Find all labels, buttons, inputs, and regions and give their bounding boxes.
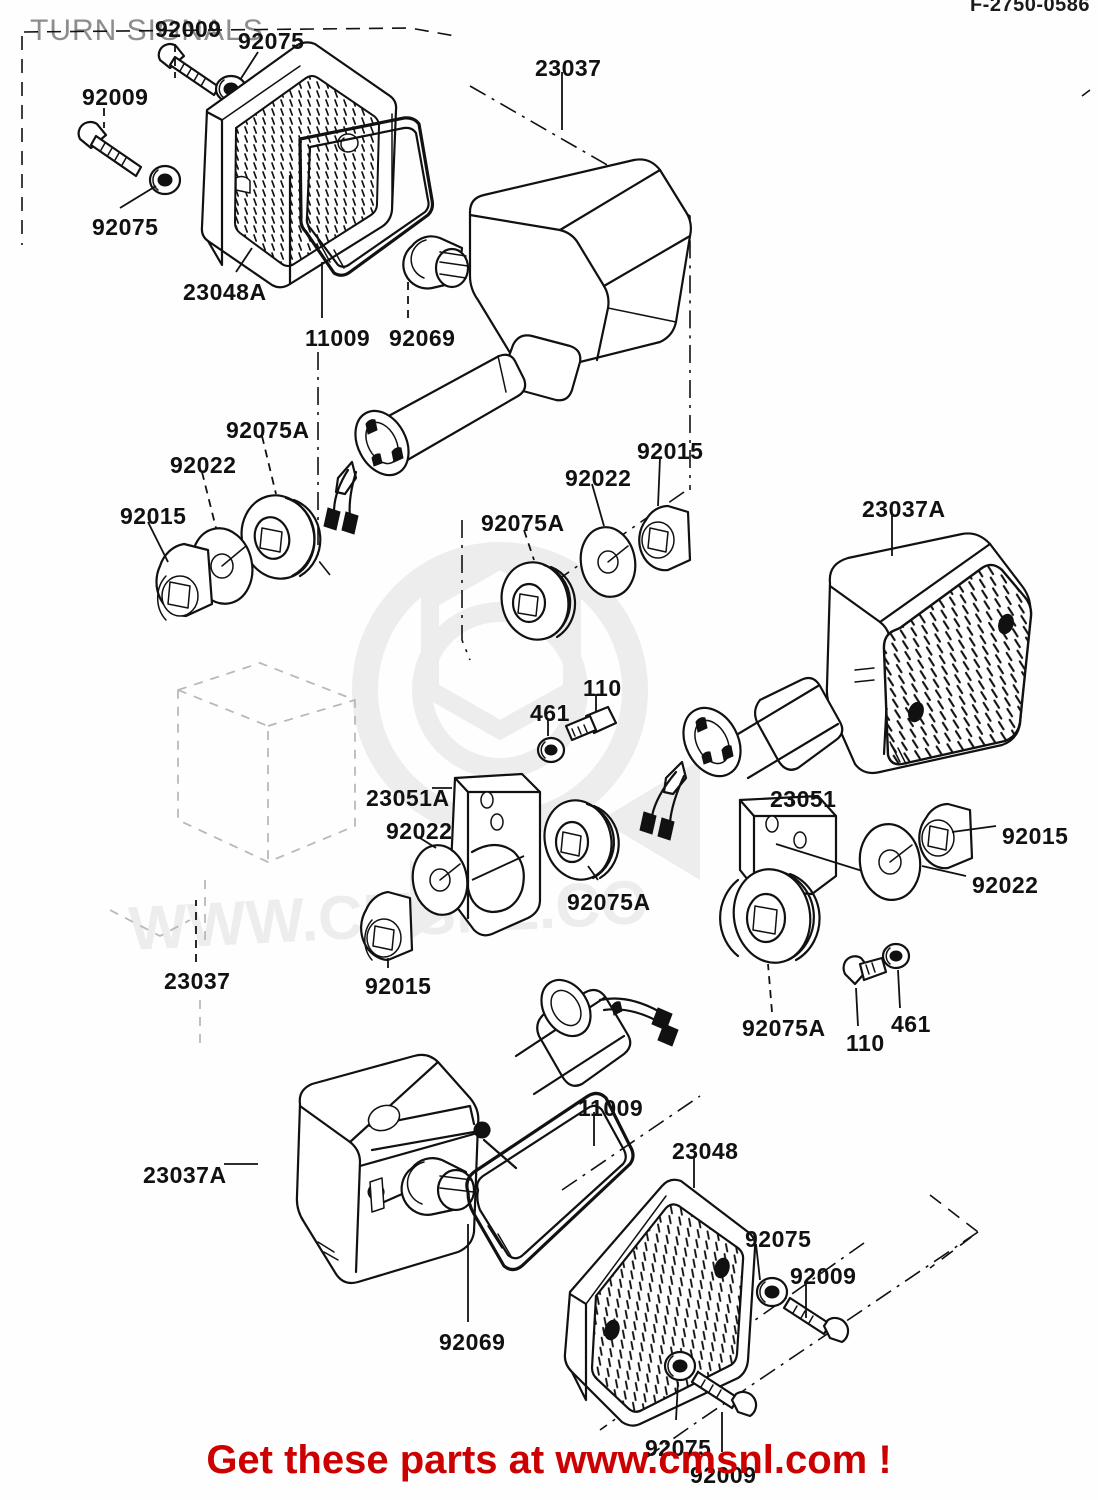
bulb-92069 xyxy=(402,235,470,290)
callout-bolt-c34: 92009 xyxy=(790,1263,857,1289)
signal-lamp-housing-23037 xyxy=(323,158,692,535)
callout-signal-lamp-assembly-c29: 23037A xyxy=(143,1162,227,1188)
stem-bottom xyxy=(514,978,679,1096)
washer-92075-left xyxy=(148,164,182,196)
bolt-92009-top xyxy=(157,43,221,97)
callout-signal-lamp-assembly-c08: 23037 xyxy=(535,55,602,81)
callout-bulb-c31: 92069 xyxy=(439,1329,506,1355)
signal-lamp-housing-23037A xyxy=(639,532,1033,841)
callout-grommet-c09: 92075A xyxy=(226,417,310,443)
callout-bolt-c01: 92009 xyxy=(155,16,222,42)
bolt-92009-left xyxy=(77,120,143,178)
bulb-92069-bottom xyxy=(400,1157,476,1216)
bulb-socket-top xyxy=(323,409,410,535)
callout-bolt-c16: 110 xyxy=(583,675,622,701)
callout-washer-c23: 92022 xyxy=(972,872,1039,898)
bolt-110-right xyxy=(842,955,888,986)
washer-92022-center xyxy=(411,844,469,916)
washer-92075-bottom-upper xyxy=(755,1276,789,1308)
lens-23048 xyxy=(563,1178,757,1427)
grommet-92075A-center xyxy=(543,799,620,881)
callout-washer-c26: 461 xyxy=(891,1011,931,1037)
callout-grommet-c14: 92075A xyxy=(481,510,565,536)
bolt-92009-bottom-upper xyxy=(782,1296,850,1344)
nut-92015-mid xyxy=(638,504,692,572)
washer-92022-mid xyxy=(579,526,637,598)
bolt-110-center xyxy=(564,705,618,742)
callout-washer-c10: 92022 xyxy=(170,452,237,478)
callout-bolt-c03: 92009 xyxy=(82,84,149,110)
bulb-socket-bottom xyxy=(540,978,679,1047)
callout-grommet-c20: 92075A xyxy=(567,889,651,915)
callout-grommet-c24: 92075A xyxy=(742,1015,826,1041)
callout-nut-c28: 92015 xyxy=(365,973,432,999)
callout-washer-c19: 92022 xyxy=(386,818,453,844)
callout-nut-c12: 92015 xyxy=(637,438,704,464)
callout-nut-c22: 92015 xyxy=(1002,823,1069,849)
callout-signal-lamp-assembly-c27: 23037 xyxy=(164,968,231,994)
bolt-92009-bottom-lower xyxy=(690,1370,758,1418)
figure-code: F-2750-0586 xyxy=(969,0,1090,16)
callout-washer-c02: 92075 xyxy=(238,28,305,54)
ghost-housing-outline xyxy=(109,662,356,1046)
callout-lens-c05: 23048A xyxy=(183,279,267,305)
bulb-socket-right xyxy=(639,706,742,841)
callout-gasket-c06: 11009 xyxy=(305,325,371,351)
callout-bracket-c18: 23051A xyxy=(366,785,450,811)
washer-92075-bottom-lower xyxy=(663,1350,697,1382)
callout-bracket-c21: 23051 xyxy=(770,786,837,812)
grommet-92075A-left xyxy=(240,494,322,580)
stack-left-mid xyxy=(155,494,322,621)
bracket-23051A xyxy=(448,772,542,937)
nut-92015-left xyxy=(155,542,214,621)
washer-92022-right xyxy=(858,823,922,901)
callout-washer-c13: 92022 xyxy=(565,465,632,491)
callout-bolt-c36: 92009 xyxy=(690,1462,757,1488)
nut-92015-center xyxy=(360,890,414,962)
callout-bolt-c25: 110 xyxy=(846,1030,885,1056)
washer-461-right xyxy=(881,942,911,970)
callout-nut-c11: 92015 xyxy=(120,503,187,529)
callout-bulb-c07: 92069 xyxy=(389,325,456,351)
callout-lens-c32: 23048 xyxy=(672,1138,739,1164)
grommet-92075A-right xyxy=(719,868,821,964)
nut-92015-right xyxy=(918,802,974,870)
callout-washer-c33: 92075 xyxy=(745,1226,812,1252)
callout-washer-c17: 461 xyxy=(530,700,570,726)
callout-signal-lamp-assembly-c15: 23037A xyxy=(862,496,946,522)
leader-lines xyxy=(103,44,997,1452)
grommet-92075A-mid xyxy=(500,561,577,641)
signal-lamp-housing-bottom xyxy=(295,1053,518,1285)
washer-461-center xyxy=(536,736,566,764)
callout-gasket-c30: 11009 xyxy=(578,1095,644,1121)
gasket-11009-bottom xyxy=(465,1091,635,1272)
gasket-11009 xyxy=(298,116,435,277)
callout-washer-c35: 92075 xyxy=(645,1435,712,1461)
stack-right-mid xyxy=(500,504,692,641)
callout-washer-c04: 92075 xyxy=(92,214,159,240)
footer-promo-text: Get these parts at www.cmsnl.com ! xyxy=(206,1438,892,1482)
